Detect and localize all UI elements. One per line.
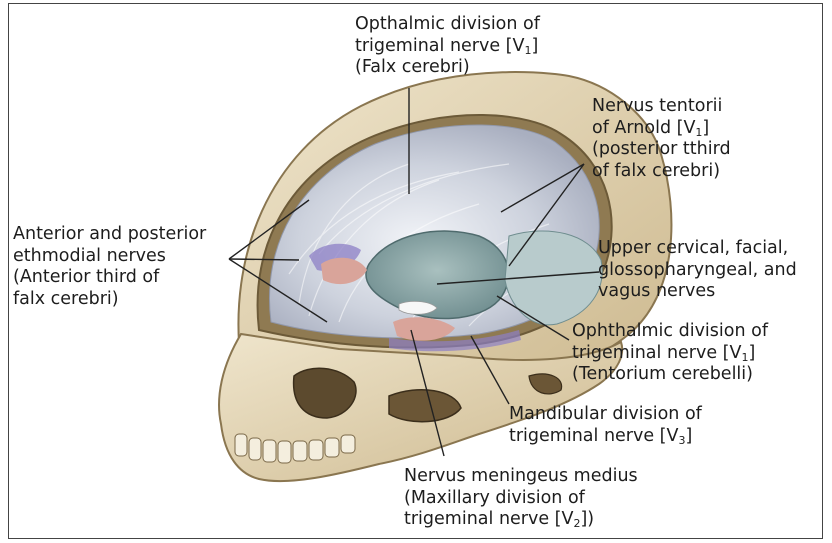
label-line: (Maxillary division of <box>404 488 638 510</box>
label-line: (Anterior third of <box>13 267 206 289</box>
label-line: falx cerebri) <box>13 289 206 311</box>
label-ophthalmic-tentorium: Ophthalmic division of trigeminal nerve … <box>572 321 768 386</box>
figure-frame: Opthalmic division of trigeminal nerve [… <box>8 3 823 539</box>
label-line: Nervus tentorii <box>592 96 731 118</box>
label-meningeus: Nervus meningeus medius (Maxillary divis… <box>404 466 638 531</box>
label-line: of falx cerebri) <box>592 161 731 183</box>
label-line: trigeminal nerve [V2]) <box>404 509 638 531</box>
label-line: of Arnold [V1] <box>592 118 731 140</box>
label-mandibular: Mandibular division of trigeminal nerve … <box>509 404 702 447</box>
label-tentorii: Nervus tentorii of Arnold [V1] (posterio… <box>592 96 731 182</box>
label-line: vagus nerves <box>598 281 797 303</box>
label-line: trigeminal nerve [V3] <box>509 426 702 448</box>
label-line: Nervus meningeus medius <box>404 466 638 488</box>
label-cervical: Upper cervical, facial, glossopharyngeal… <box>598 238 797 303</box>
label-opthalmic-falx: Opthalmic division of trigeminal nerve [… <box>355 14 540 79</box>
label-line: Opthalmic division of <box>355 14 540 36</box>
label-line: (Tentorium cerebelli) <box>572 364 768 386</box>
label-line: Mandibular division of <box>509 404 702 426</box>
label-line: ethmodial nerves <box>13 246 206 268</box>
label-line: glossopharyngeal, and <box>598 260 797 282</box>
label-line: trigeminal nerve [V1] <box>572 343 768 365</box>
label-line: Ophthalmic division of <box>572 321 768 343</box>
label-line: (Falx cerebri) <box>355 57 540 79</box>
label-line: trigeminal nerve [V1] <box>355 36 540 58</box>
label-line: Upper cervical, facial, <box>598 238 797 260</box>
label-line: Anterior and posterior <box>13 224 206 246</box>
label-line: (posterior tthird <box>592 139 731 161</box>
label-ethmoidal: Anterior and posterior ethmodial nerves … <box>13 224 206 310</box>
